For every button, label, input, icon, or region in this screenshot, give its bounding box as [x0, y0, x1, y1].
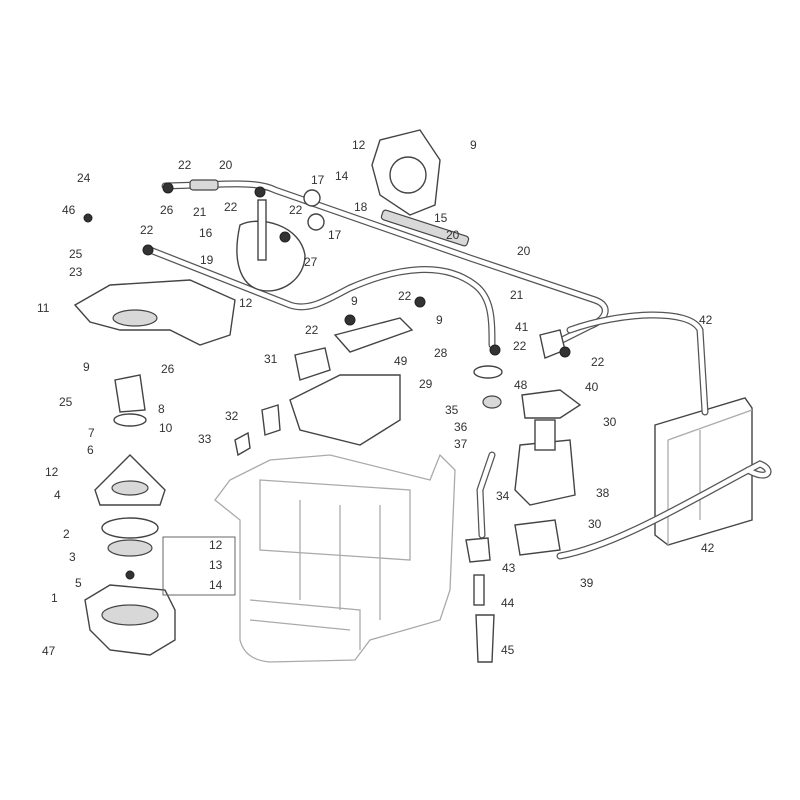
- callout-label-16: 16: [199, 226, 213, 240]
- callout-label-22: 22: [140, 223, 154, 237]
- callout-label-27: 27: [304, 255, 318, 269]
- callout-label-21: 21: [510, 288, 524, 302]
- callout-label-9: 9: [83, 360, 90, 374]
- callout-label-10: 10: [159, 421, 173, 435]
- detail-inset-box: [162, 536, 236, 596]
- callout-label-20: 20: [517, 244, 531, 258]
- callout-label-18: 18: [354, 200, 368, 214]
- callout-label-45: 45: [501, 643, 515, 657]
- callout-label-17: 17: [311, 173, 325, 187]
- callout-label-22: 22: [289, 203, 303, 217]
- callout-label-33: 33: [198, 432, 212, 446]
- callout-label-21: 21: [193, 205, 207, 219]
- callout-label-47: 47: [42, 644, 56, 658]
- callout-label-2: 2: [63, 527, 70, 541]
- callout-label-48: 48: [514, 378, 528, 392]
- callout-label-40: 40: [585, 380, 599, 394]
- callout-label-7: 7: [88, 426, 95, 440]
- callout-label-22: 22: [224, 200, 238, 214]
- callout-label-23: 23: [69, 265, 83, 279]
- callout-label-24: 24: [77, 171, 91, 185]
- callout-label-22: 22: [591, 355, 605, 369]
- callout-label-14: 14: [209, 578, 223, 592]
- callout-label-49: 49: [394, 354, 408, 368]
- callout-label-8: 8: [158, 402, 165, 416]
- callout-label-30: 30: [603, 415, 617, 429]
- callout-label-3: 3: [69, 550, 76, 564]
- callout-label-4: 4: [54, 488, 61, 502]
- callout-label-32: 32: [225, 409, 239, 423]
- callout-label-14: 14: [335, 169, 349, 183]
- callout-label-25: 25: [69, 247, 83, 261]
- callout-label-13: 13: [209, 558, 223, 572]
- callout-label-22: 22: [398, 289, 412, 303]
- callout-label-1: 1: [51, 591, 58, 605]
- callout-label-9: 9: [436, 313, 443, 327]
- callout-label-9: 9: [470, 138, 477, 152]
- callout-label-41: 41: [515, 320, 529, 334]
- callout-label-26: 26: [160, 203, 174, 217]
- callout-label-31: 31: [264, 352, 278, 366]
- machine-frame: [214, 453, 456, 663]
- callout-label-6: 6: [87, 443, 94, 457]
- callout-label-5: 5: [75, 576, 82, 590]
- callout-label-28: 28: [434, 346, 448, 360]
- callout-label-46: 46: [62, 203, 76, 217]
- callout-label-37: 37: [454, 437, 468, 451]
- callout-label-9: 9: [351, 294, 358, 308]
- callout-label-17: 17: [328, 228, 342, 242]
- callout-label-34: 34: [496, 489, 510, 503]
- callout-label-12: 12: [45, 465, 59, 479]
- callout-label-39: 39: [580, 576, 594, 590]
- callout-label-30: 30: [588, 517, 602, 531]
- callout-label-20: 20: [446, 228, 460, 242]
- callout-label-44: 44: [501, 596, 515, 610]
- callout-label-42: 42: [701, 541, 715, 555]
- callout-label-29: 29: [419, 377, 433, 391]
- callout-label-38: 38: [596, 486, 610, 500]
- callout-label-19: 19: [200, 253, 214, 267]
- water-tank-42: [654, 397, 753, 546]
- callout-label-43: 43: [502, 561, 516, 575]
- callout-label-22: 22: [178, 158, 192, 172]
- callout-label-20: 20: [219, 158, 233, 172]
- callout-label-12: 12: [239, 296, 253, 310]
- tubes: [146, 179, 772, 560]
- callout-label-35: 35: [445, 403, 459, 417]
- callout-label-15: 15: [434, 211, 448, 225]
- callout-label-42: 42: [699, 313, 713, 327]
- callout-label-25: 25: [59, 395, 73, 409]
- callout-label-22: 22: [513, 339, 527, 353]
- callout-label-12: 12: [209, 538, 223, 552]
- callout-label-36: 36: [454, 420, 468, 434]
- callout-label-12: 12: [352, 138, 366, 152]
- callout-label-26: 26: [161, 362, 175, 376]
- components: [73, 129, 582, 663]
- callout-label-11: 11: [37, 301, 50, 315]
- callout-label-22: 22: [305, 323, 319, 337]
